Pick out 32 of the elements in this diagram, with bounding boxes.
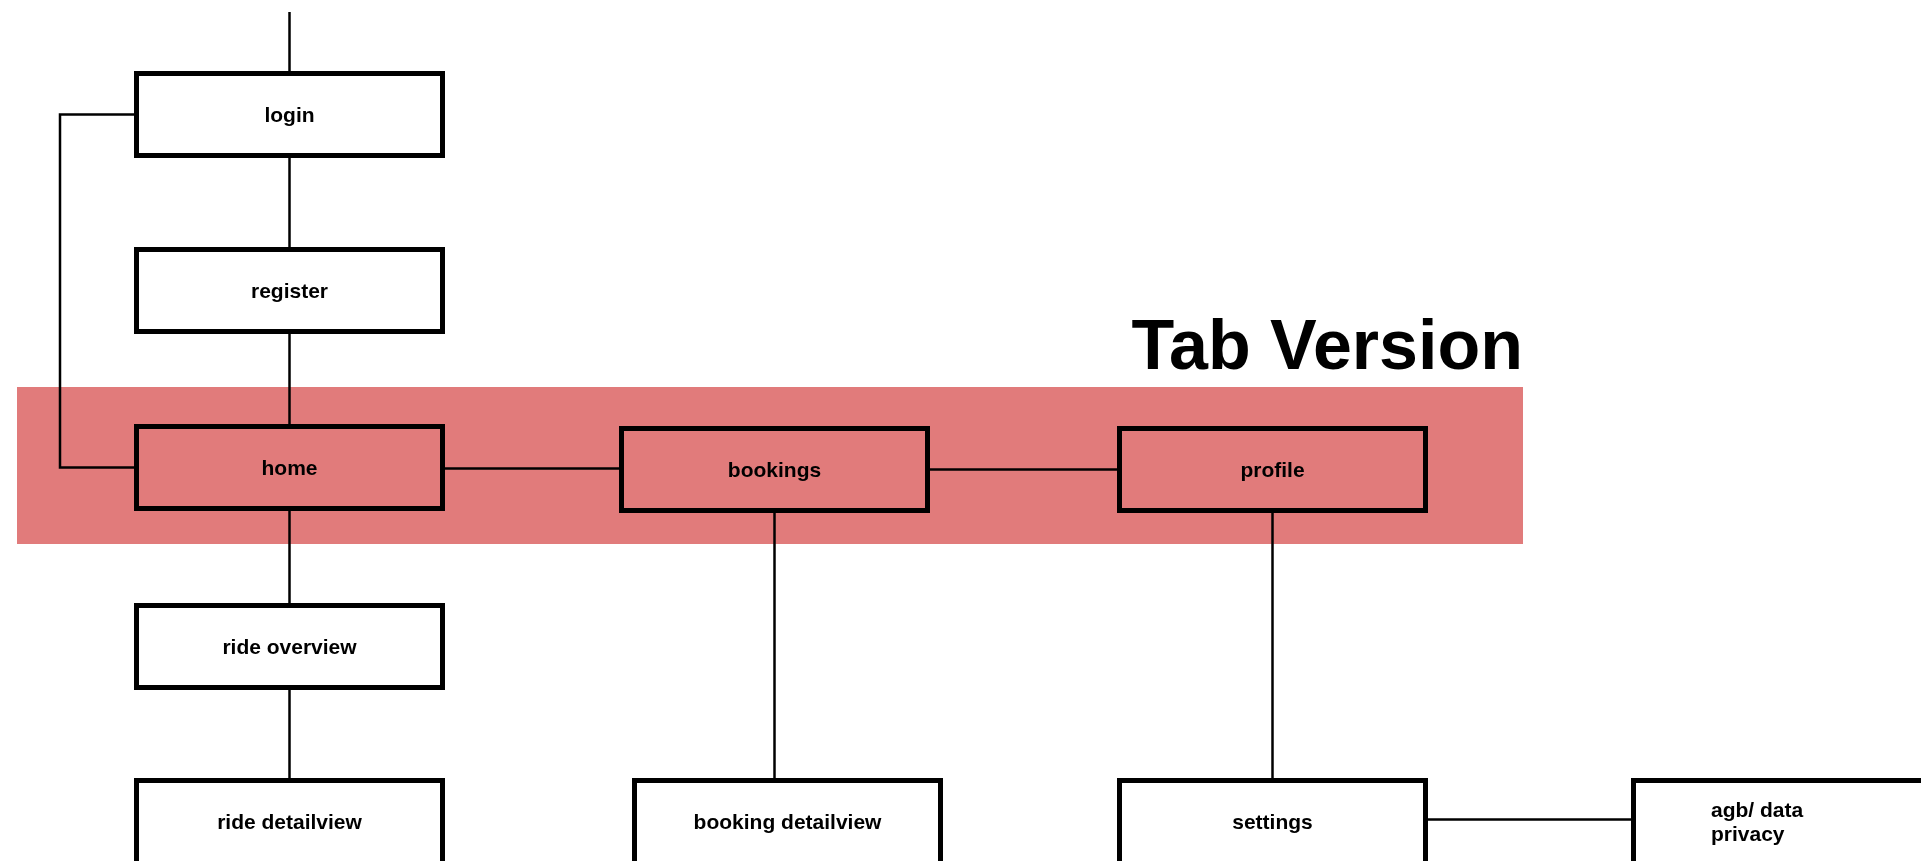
screen-label: settings [1232,810,1313,834]
screen-box [619,426,930,513]
screen-box [1117,778,1428,861]
connector-line [288,12,291,71]
connector-line [288,334,291,424]
screen-label: ride detailview [217,810,362,834]
screen-box [134,247,445,334]
section-title: Tab Version [1131,307,1523,383]
screen-label: bookings [727,457,822,482]
connector-line [773,513,776,778]
screen-label: agb/ data privacy [1711,798,1805,846]
connector-line [288,511,291,603]
screen-box [134,71,445,158]
screen-label: ride overview [222,634,357,659]
connector-line [930,468,1117,471]
screen-label: booking detailview [693,810,882,834]
connector-line [288,158,291,247]
connector-line [1271,513,1274,778]
screen-label: login [264,102,315,127]
screen-box [134,424,445,511]
connector-line [1428,818,1631,821]
connector-line [288,690,291,778]
screen-box [134,603,445,690]
connector-line [445,467,619,470]
screen-box [1631,778,1921,861]
screen-label: home [261,455,318,480]
screen-label: register [250,278,328,303]
screen-box [632,778,943,861]
screen-box [134,778,445,861]
screen-label: profile [1240,457,1305,482]
connector-line [58,113,134,469]
screen-box [1117,426,1428,513]
